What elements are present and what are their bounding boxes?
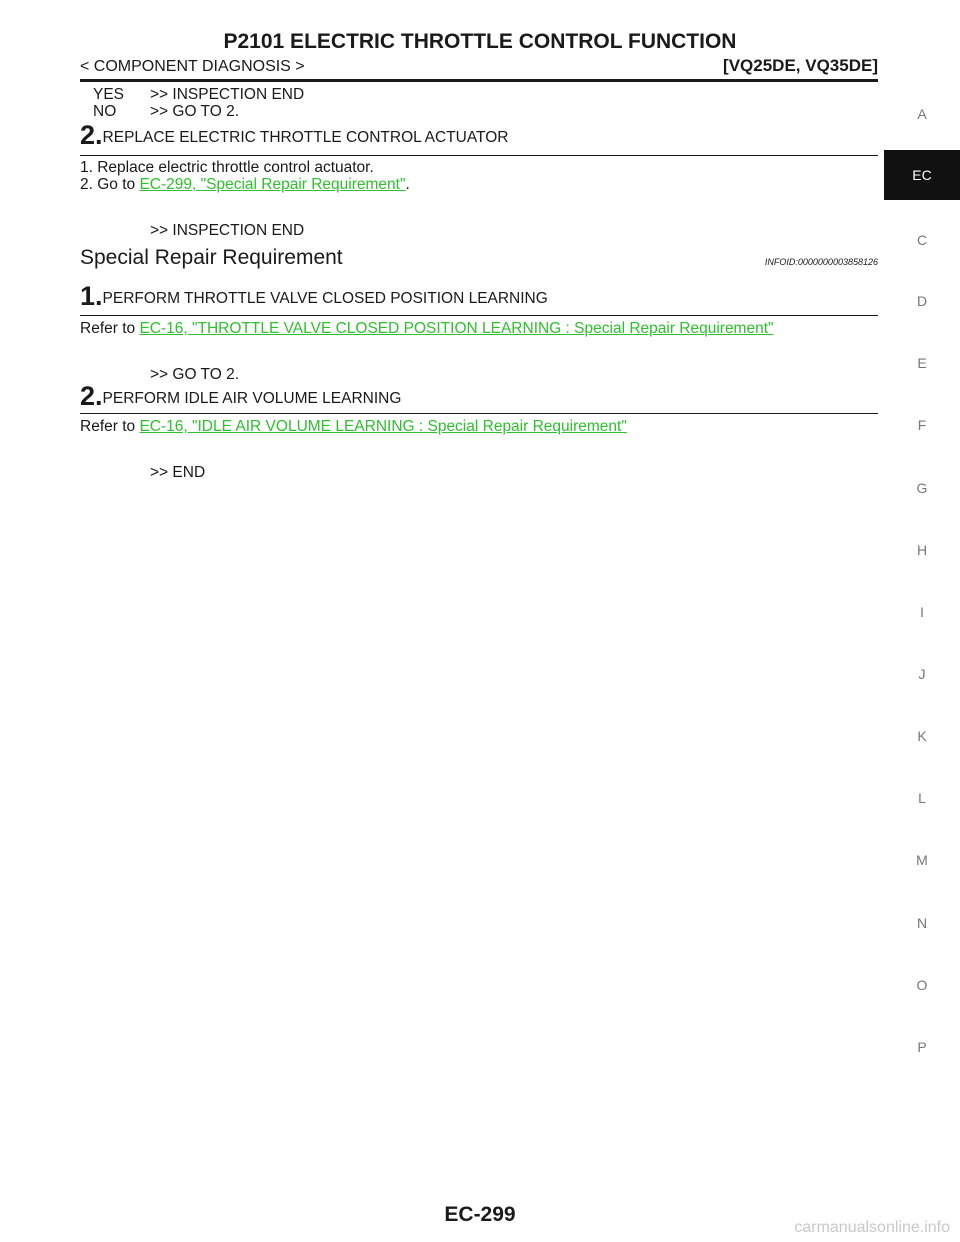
- answer-yes-value: >> INSPECTION END: [150, 86, 305, 103]
- step-divider: [80, 413, 878, 414]
- tab-g[interactable]: G: [916, 480, 928, 496]
- tab-c[interactable]: C: [916, 232, 928, 248]
- tab-e[interactable]: E: [917, 355, 927, 371]
- step-heading: 2.PERFORM IDLE AIR VOLUME LEARNING: [80, 381, 401, 412]
- step-item-text: Refer to: [80, 418, 140, 435]
- watermark: carmanualsonline.info: [794, 1219, 950, 1236]
- tab-l[interactable]: L: [918, 790, 926, 806]
- tab-ec[interactable]: EC: [884, 150, 960, 200]
- link-idle-air-learning[interactable]: EC-16, "IDLE AIR VOLUME LEARNING : Speci…: [139, 418, 627, 435]
- answer-no-value: >> GO TO 2.: [150, 103, 240, 120]
- step-title: PERFORM THROTTLE VALVE CLOSED POSITION L…: [102, 290, 548, 307]
- step-item: 2. Go to EC-299, "Special Repair Require…: [80, 176, 410, 194]
- step-item: Refer to EC-16, "IDLE AIR VOLUME LEARNIN…: [80, 418, 627, 436]
- info-id: INFOID:0000000003858126: [764, 257, 878, 267]
- step-item-text: Refer to: [80, 320, 140, 337]
- tab-a[interactable]: A: [917, 106, 927, 122]
- tab-k[interactable]: K: [917, 728, 927, 744]
- step-divider: [80, 155, 878, 156]
- link-special-repair[interactable]: EC-299, "Special Repair Requirement": [139, 176, 406, 193]
- header-divider: [80, 79, 878, 82]
- section-label: < COMPONENT DIAGNOSIS >: [80, 58, 305, 75]
- step-item-text: 2. Go to: [80, 176, 140, 193]
- step-divider: [80, 315, 878, 316]
- step-title: PERFORM IDLE AIR VOLUME LEARNING: [102, 390, 402, 407]
- step-result: >> GO TO 2.: [150, 366, 240, 383]
- step-item: Refer to EC-16, "THROTTLE VALVE CLOSED P…: [80, 320, 774, 338]
- page-title: P2101 ELECTRIC THROTTLE CONTROL FUNCTION: [223, 30, 737, 53]
- link-throttle-learning[interactable]: EC-16, "THROTTLE VALVE CLOSED POSITION L…: [139, 320, 774, 337]
- tab-d[interactable]: D: [916, 293, 928, 309]
- step-number: 2.: [80, 120, 103, 150]
- tab-o[interactable]: O: [916, 977, 928, 993]
- tab-p[interactable]: P: [917, 1039, 927, 1055]
- step-title: REPLACE ELECTRIC THROTTLE CONTROL ACTUAT…: [102, 129, 509, 146]
- step-heading: 2.REPLACE ELECTRIC THROTTLE CONTROL ACTU…: [80, 120, 508, 151]
- step-result: >> INSPECTION END: [150, 222, 305, 239]
- tab-f[interactable]: F: [917, 417, 927, 433]
- page-number: EC-299: [444, 1203, 516, 1226]
- tab-j[interactable]: J: [918, 666, 926, 682]
- subsection-title: Special Repair Requirement: [80, 246, 343, 269]
- step-result: >> END: [150, 464, 206, 481]
- step-item: 1. Replace electric throttle control act…: [80, 159, 374, 176]
- section-tab-nav: A EC C D E F G H I J K L M N O P: [884, 0, 960, 1242]
- tab-m[interactable]: M: [916, 852, 928, 868]
- model-label: [VQ25DE, VQ35DE]: [723, 56, 878, 75]
- step-heading: 1.PERFORM THROTTLE VALVE CLOSED POSITION…: [80, 281, 548, 312]
- tab-i[interactable]: I: [920, 604, 924, 620]
- answer-yes-key: YES: [93, 86, 125, 103]
- step-number: 1.: [80, 281, 103, 311]
- tab-h[interactable]: H: [916, 542, 928, 558]
- tab-n[interactable]: N: [916, 915, 928, 931]
- answer-no-key: NO: [93, 103, 117, 120]
- step-number: 2.: [80, 381, 103, 411]
- step-item-text: .: [405, 176, 410, 193]
